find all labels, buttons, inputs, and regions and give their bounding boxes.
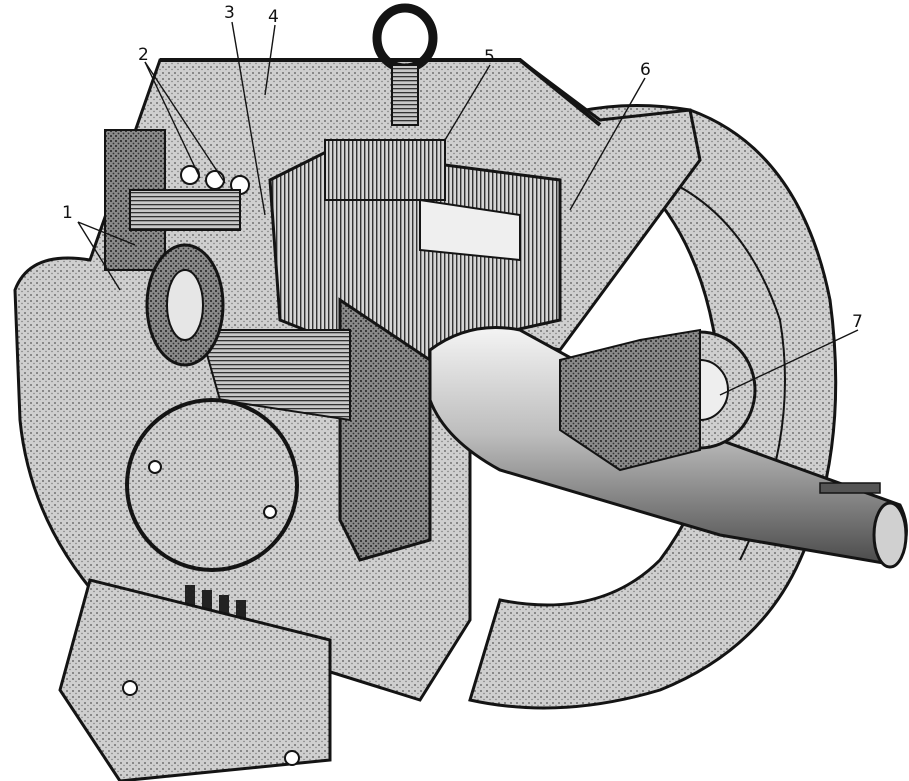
slip-ring-brush-assembly	[104, 129, 250, 367]
leader-1b	[77, 221, 121, 291]
leader-lines	[77, 21, 859, 396]
leader-1a	[77, 221, 136, 246]
leader-4	[264, 24, 276, 96]
callout-1: 1	[62, 203, 73, 223]
mounting-foot	[58, 578, 332, 781]
leader-5	[444, 64, 491, 141]
stator-winding	[198, 198, 521, 562]
callout-labels: 1 2 3 4 5 6 7	[62, 3, 863, 332]
bearing-flange	[559, 328, 757, 472]
callout-7: 7	[852, 312, 863, 332]
leader-2a	[144, 61, 201, 179]
leader-7	[719, 329, 859, 396]
callout-3: 3	[224, 3, 235, 23]
terminal-box-cover	[125, 398, 299, 572]
callout-5: 5	[484, 47, 495, 67]
lifting-eyebolt	[372, 3, 438, 126]
leader-2b	[144, 61, 226, 184]
callout-6: 6	[640, 60, 651, 80]
leader-6	[569, 77, 646, 211]
leader-3	[231, 21, 266, 216]
callout-4: 4	[268, 7, 279, 27]
callout-2: 2	[138, 45, 149, 65]
